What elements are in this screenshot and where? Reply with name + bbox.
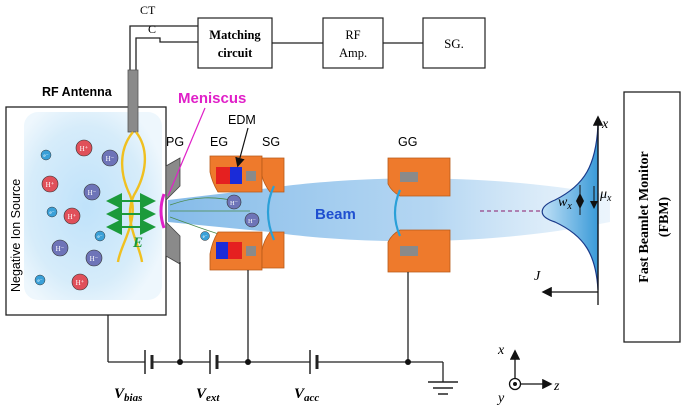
sg-box-label: SG. [444,36,464,51]
svg-text:H⁻: H⁻ [90,255,99,263]
v-bias-label: Vbias [114,386,142,404]
svg-text:H⁺: H⁺ [68,213,77,221]
signal-generator-box [422,17,486,69]
profile-j-label: J [534,269,541,284]
fbm-panel: Fast Beamlet Monitor (FBM) [623,91,681,343]
eg-label: EG [210,135,228,149]
rf-amp-label-2: Amp. [339,46,367,60]
svg-text:e⁻: e⁻ [97,234,102,240]
power-circuit: Vbias Vext Vacc [107,262,458,404]
c-label: C [148,22,156,36]
svg-text:H⁻: H⁻ [248,218,256,225]
h-minus-particle: H⁻ [85,249,103,267]
v-acc-label: Vacc [294,386,319,404]
beam-envelope [168,178,610,242]
battery-acc [309,350,319,374]
battery-ext [209,350,219,374]
battery-bias [144,350,154,374]
edm-magnet-blue [216,242,228,259]
svg-text:H⁻: H⁻ [56,245,65,253]
particles: H⁺ H⁺ H⁺ H⁺ H⁻ H⁻ H⁻ H⁻ [34,139,119,291]
h-plus-particle: H⁺ [63,207,81,225]
fbm-label-1: Fast Beamlet Monitor [637,151,652,282]
fbm-box [623,91,681,343]
matching-circuit-box [197,17,273,69]
edm-magnet-red [216,167,230,184]
h-minus-particle: H⁻ [244,212,260,228]
pg-label: PG [166,135,184,149]
antenna-feedthrough [127,69,139,133]
h-minus-particle: H⁻ [101,149,119,167]
ct-label: CT [140,3,156,17]
ion-source-label: Negative Ion Source [9,179,23,292]
suppression-grid: SG [261,135,285,269]
mean-label: μx [599,187,612,204]
meniscus-label: Meniscus [178,90,246,107]
h-minus-particle: H⁻ [83,183,101,201]
extraction-grid: EG [209,135,263,271]
electron-particle: e⁻ [46,206,58,218]
matching-label-2: circuit [218,46,253,60]
svg-text:H⁺: H⁺ [80,145,89,153]
coordinate-axes: x y z [496,343,560,406]
profile-x-label: x [601,117,609,132]
ct-wire [129,25,198,70]
beamlet-trajectories: H⁻ H⁻ e⁻ [169,194,260,241]
plasma-grid: PG [159,135,184,265]
edm-magnet-red [228,242,242,259]
electron-particle: e⁻ [200,231,210,241]
edm-pointer [235,127,249,168]
svg-text:H⁻: H⁻ [88,189,97,197]
electron-particle: e⁻ [40,149,52,161]
beam-profile: x J wx μx [480,115,612,305]
matching-label-1: Matching [209,28,261,42]
svg-text:H⁻: H⁻ [230,200,238,207]
h-plus-particle: H⁺ [71,273,89,291]
edm-magnet-blue [230,167,242,184]
efield-label: E [132,235,143,251]
electron-particle: e⁻ [94,230,106,242]
svg-text:H⁺: H⁺ [76,279,85,287]
svg-text:e⁻: e⁻ [49,210,54,216]
svg-text:e⁻: e⁻ [203,235,208,240]
fbm-label-2: (FBM) [657,196,672,237]
h-minus-particle: H⁻ [51,239,69,257]
v-ext-label: Vext [196,386,220,404]
grounded-grid: GG [387,135,451,273]
ground-symbol [428,362,458,395]
h-minus-particle: H⁻ [226,194,242,210]
electron-particle: e⁻ [34,274,46,286]
beam-label: Beam [315,206,356,223]
axis-z-label: z [553,379,560,394]
c-wire [135,37,198,70]
electric-field: E [106,193,156,251]
axis-x-label: x [497,343,505,358]
meniscus-pointer [167,107,206,197]
svg-text:H⁻: H⁻ [106,155,115,163]
svg-text:H⁺: H⁺ [46,181,55,189]
width-label: wx [558,195,572,212]
meniscus-curve [159,193,166,229]
gg-label: GG [398,135,417,149]
sg-label: SG [262,135,280,149]
rf-amp-label-1: RF [345,28,360,42]
axis-y-label: y [496,391,505,406]
rf-antenna-label: RF Antenna [42,85,113,99]
profile-curve [541,124,599,291]
svg-text:e⁻: e⁻ [43,153,48,159]
rf-amp-box [322,17,384,69]
rf-chain: CT C Matching circuit RF Amp. SG. [129,3,486,70]
h-plus-particle: H⁺ [41,175,59,193]
edm-label: EDM [228,113,256,127]
h-plus-particle: H⁺ [75,139,93,157]
svg-text:e⁻: e⁻ [37,278,42,284]
